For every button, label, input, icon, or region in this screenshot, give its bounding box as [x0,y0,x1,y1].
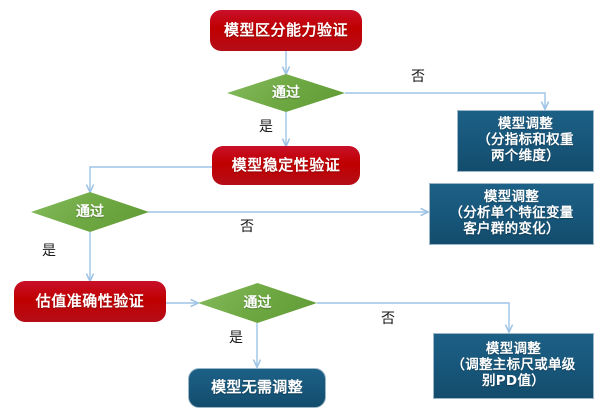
node-validate-discrimination[interactable]: 模型区分能力验证 [210,10,362,51]
node-label: 估值准确性验证 [35,291,145,310]
node-label: 模型调整 （分析单个特征变量 客户群的变化） [449,189,574,237]
node-validate-stability[interactable]: 模型稳定性验证 [212,146,360,185]
edge-label-no-2: 否 [240,219,254,235]
edge-label-yes-1: 是 [259,119,273,135]
node-label: 模型区分能力验证 [223,20,348,39]
edge-label-no-1: 否 [411,69,425,85]
node-decision-3[interactable]: 通过 [198,283,317,323]
node-decision-2[interactable]: 通过 [31,192,149,232]
edge-label-yes-3: 是 [229,330,243,346]
node-label: 通过 [272,84,300,101]
node-label: 通过 [243,294,272,311]
node-adjust-3[interactable]: 模型调整 （调整主标尺或单级 别PD值） [433,333,594,399]
node-decision-1[interactable]: 通过 [227,74,345,112]
node-label: 模型无需调整 [211,378,303,397]
node-no-adjust[interactable]: 模型无需调整 [188,368,326,408]
node-adjust-1[interactable]: 模型调整 （分指标和权重 两个维度） [457,110,594,172]
node-validate-accuracy[interactable]: 估值准确性验证 [14,281,166,322]
node-adjust-2[interactable]: 模型调整 （分析单个特征变量 客户群的变化） [429,183,594,245]
node-label: 模型稳定性验证 [231,155,341,174]
node-label: 模型调整 （调整主标尺或单级 别PD值） [451,341,576,389]
node-label: 通过 [76,203,104,220]
edge-label-yes-2: 是 [42,243,56,259]
edge-label-no-3: 否 [381,311,395,327]
node-label: 模型调整 （分指标和权重 两个维度） [477,116,574,164]
